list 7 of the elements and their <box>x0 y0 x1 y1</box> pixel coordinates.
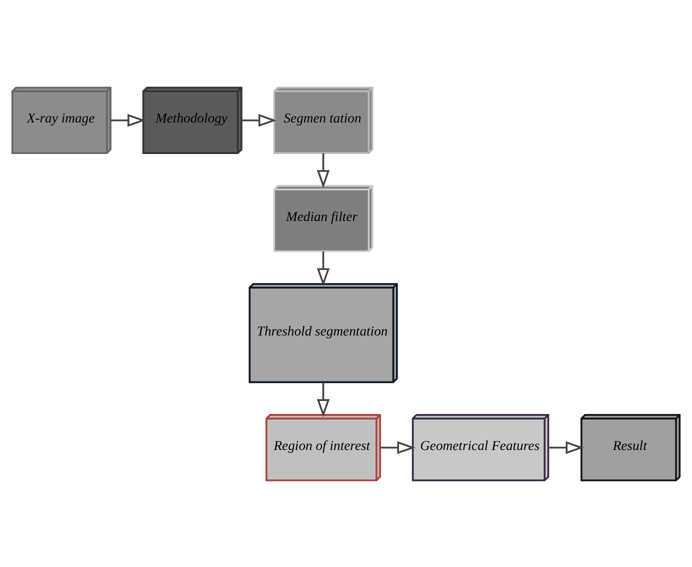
arrow <box>316 152 330 188</box>
arrow <box>380 440 416 454</box>
arrow <box>242 114 277 126</box>
arrow <box>316 250 330 286</box>
arrow <box>110 114 146 126</box>
arrow <box>548 440 584 454</box>
arrow <box>316 382 330 417</box>
